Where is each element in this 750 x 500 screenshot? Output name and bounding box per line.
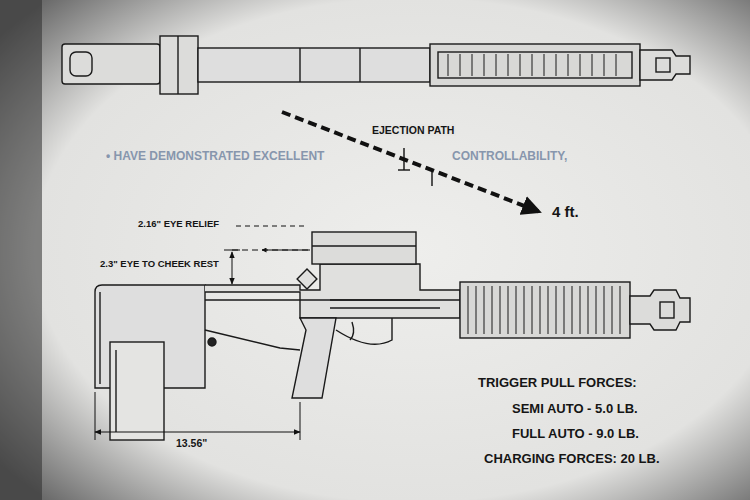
table-heading: TRIGGER PULL FORCES: xyxy=(478,376,637,391)
shadow xyxy=(0,0,42,500)
dimension-label: 13.56" xyxy=(176,437,207,449)
tick xyxy=(398,169,410,170)
dimension-line xyxy=(236,226,308,227)
dimension-line xyxy=(232,252,233,284)
table-cell: CHARGING FORCES: 20 LB. xyxy=(484,452,660,467)
top-view xyxy=(62,36,690,94)
callout-label: EJECTION PATH xyxy=(370,124,456,136)
dimension-label: 2.16" EYE RELIEF xyxy=(138,219,219,230)
tick xyxy=(224,250,240,251)
eye-line xyxy=(232,250,312,251)
tick xyxy=(95,392,96,440)
ghost-note: • HAVE DEMONSTRATED EXCELLENT xyxy=(106,150,324,164)
tick xyxy=(431,170,432,186)
dimension-line xyxy=(95,432,300,433)
eye-relief-arrow xyxy=(262,250,310,251)
table-cell: FULL AUTO - 9.0 LB. xyxy=(512,427,639,442)
ghost-note: CONTROLLABILITY, xyxy=(452,150,567,164)
tick xyxy=(403,148,404,170)
distance-label: 4 ft. xyxy=(552,203,579,220)
side-view xyxy=(95,232,690,440)
tick xyxy=(300,402,301,440)
table-cell: SEMI AUTO - 5.0 LB. xyxy=(512,402,638,417)
dimension-label: 2.3" EYE TO CHEEK REST xyxy=(100,259,219,270)
